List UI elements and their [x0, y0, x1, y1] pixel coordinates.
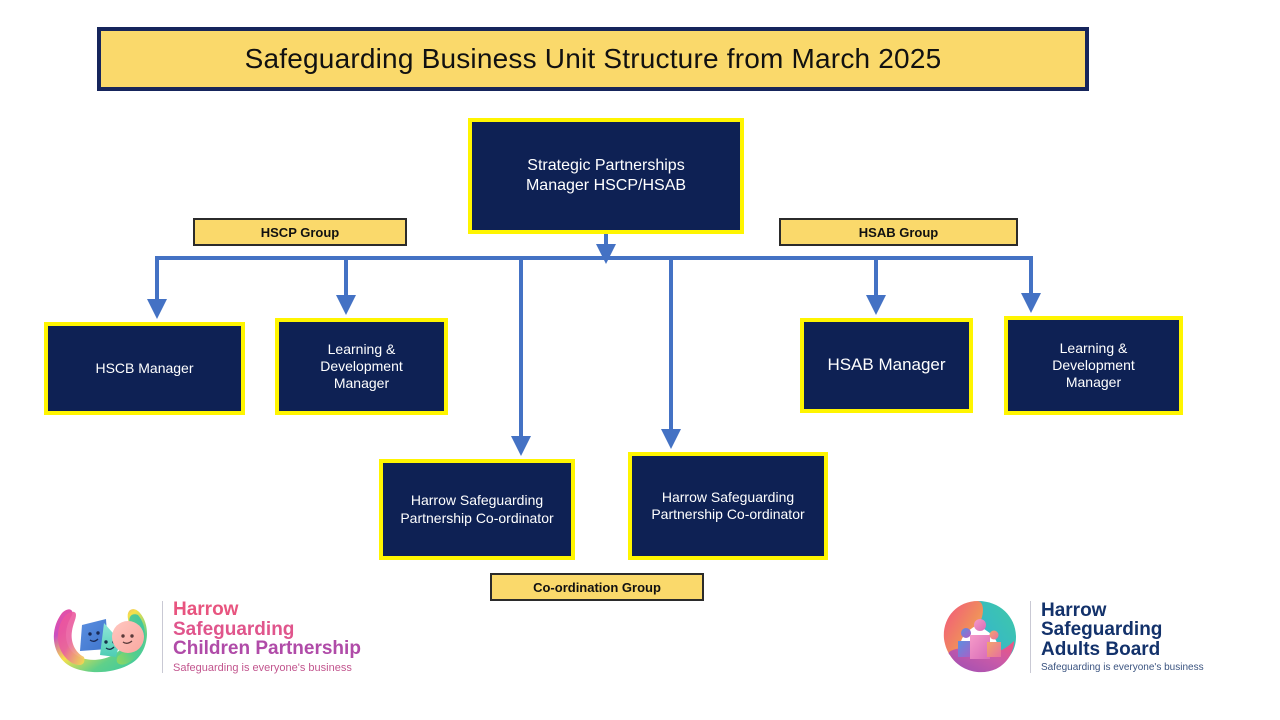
node-harrow-safeguarding-partnership-coordinator-1[interactable]: Harrow Safeguarding Partnership Co-ordin…	[379, 459, 575, 560]
node-hscb-manager-label: HSCB Manager	[95, 359, 194, 376]
node-hsab-manager-label: HSAB Manager	[827, 355, 946, 375]
hscp-logo-line1: Harrow	[173, 599, 239, 621]
hsab-logo-tagline: Safeguarding is everyone's business	[1041, 662, 1204, 674]
page-title: Safeguarding Business Unit Structure fro…	[97, 27, 1089, 91]
hscp-logo-line2: Safeguarding	[173, 618, 295, 640]
page-title-text: Safeguarding Business Unit Structure fro…	[244, 43, 942, 74]
hsab-logo-icon	[943, 601, 1016, 673]
group-tag-coordination[interactable]: Co-ordination Group	[490, 573, 704, 601]
hscp-child-pink	[112, 621, 144, 653]
node-learning-development-manager-left-label: Learning & Development Manager	[320, 340, 403, 392]
hscp-child-blue	[80, 619, 108, 651]
group-tag-hscp-label: HSCP Group	[260, 224, 340, 240]
hsab-logo-divider	[1030, 601, 1031, 673]
node-learning-development-manager-right-label: Learning & Development Manager	[1052, 339, 1135, 391]
hsab-logo-line1: Harrow	[1041, 599, 1107, 621]
hsab-logo-line2: Safeguarding	[1041, 619, 1163, 641]
node-harrow-safeguarding-partnership-coordinator-2[interactable]: Harrow Safeguarding Partnership Co-ordin…	[628, 452, 828, 560]
logo-harrow-safeguarding-children-partnership: Harrow Safeguarding Children Partnership…	[46, 597, 361, 677]
node-learning-development-manager-left[interactable]: Learning & Development Manager	[275, 318, 448, 415]
hscp-logo-divider	[162, 601, 163, 673]
group-tag-coordination-label: Co-ordination Group	[533, 579, 661, 595]
hscp-logo-wordmark: Harrow Safeguarding Children Partnership…	[173, 600, 361, 674]
hscp-child-teal	[100, 623, 120, 657]
hscp-logo-icon	[53, 609, 147, 673]
group-tag-hscp[interactable]: HSCP Group	[193, 218, 407, 246]
node-harrow-safeguarding-partnership-coordinator-1-label: Harrow Safeguarding Partnership Co-ordin…	[400, 492, 554, 526]
node-hscb-manager[interactable]: HSCB Manager	[44, 322, 245, 415]
node-harrow-safeguarding-partnership-coordinator-2-label: Harrow Safeguarding Partnership Co-ordin…	[651, 488, 805, 522]
node-hsab-manager[interactable]: HSAB Manager	[800, 318, 973, 413]
node-strategic-partnerships-manager-label: Strategic Partnerships Manager HSCP/HSAB	[525, 157, 687, 194]
hsab-logo-wordmark: Harrow Safeguarding Adults Board Safegua…	[1041, 601, 1204, 674]
hscp-logo-tagline: Safeguarding is everyone's business	[173, 661, 352, 674]
group-tag-hsab[interactable]: HSAB Group	[779, 218, 1018, 246]
group-tag-hsab-label: HSAB Group	[858, 224, 939, 240]
hsab-logo-line3: Adults Board	[1041, 638, 1161, 660]
node-learning-development-manager-right[interactable]: Learning & Development Manager	[1004, 316, 1183, 415]
hscp-logo-line3: Children Partnership	[173, 638, 361, 660]
node-strategic-partnerships-manager[interactable]: Strategic Partnerships Manager HSCP/HSAB	[468, 118, 744, 234]
logo-harrow-safeguarding-adults-board: Harrow Safeguarding Adults Board Safegua…	[938, 597, 1204, 677]
